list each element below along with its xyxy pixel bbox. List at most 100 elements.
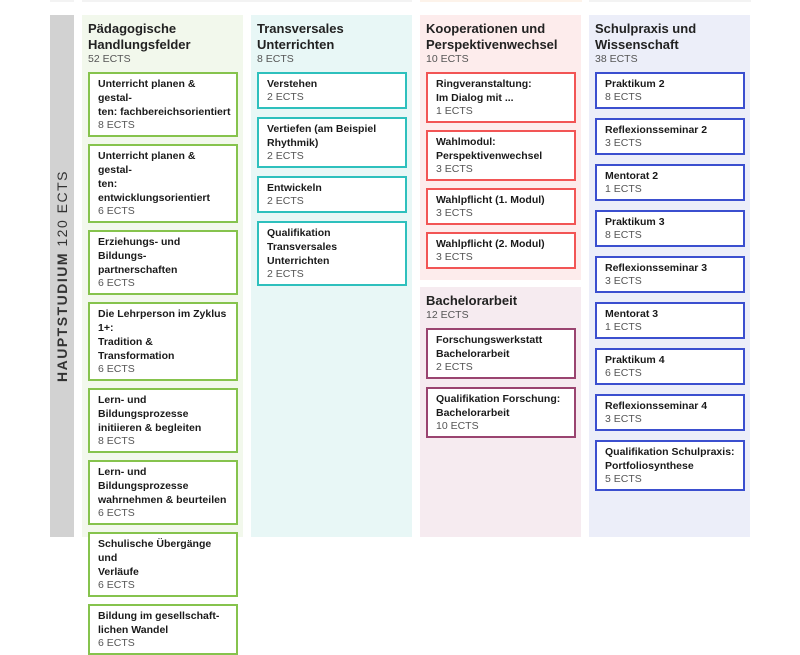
column-ects: 10 ECTS xyxy=(426,53,469,65)
module-ects: 2 ECTS xyxy=(267,91,304,103)
module-card[interactable]: Praktikum 2 8 ECTS xyxy=(595,72,745,109)
module-title: Wahlmodul: Perspektivenwechsel xyxy=(436,136,543,162)
column-title: Schulpraxis und Wissenschaft xyxy=(595,21,697,52)
top-strip xyxy=(420,0,582,2)
module-ects: 3 ECTS xyxy=(436,251,473,263)
module-title: Schulische Übergänge und Verläufe xyxy=(98,538,212,578)
sidebar-ects: 120 ECTS xyxy=(54,170,70,247)
top-strip xyxy=(82,0,412,2)
column-ects: 38 ECTS xyxy=(595,53,638,65)
column-ects: 12 ECTS xyxy=(426,309,469,321)
module-ects: 10 ECTS xyxy=(436,420,479,432)
module-ects: 5 ECTS xyxy=(605,473,642,485)
module-title: Bildung im gesellschaft- lichen Wandel xyxy=(98,610,220,636)
module-title: Praktikum 4 xyxy=(605,354,665,366)
module-ects: 6 ECTS xyxy=(98,363,135,375)
module-title: Unterricht planen & gestal- ten: entwick… xyxy=(98,150,211,204)
module-title: Verstehen xyxy=(267,78,318,90)
module-card[interactable]: Reflexionsseminar 4 3 ECTS xyxy=(595,394,745,431)
module-card[interactable]: Forschungswerkstatt Bachelorarbeit 2 ECT… xyxy=(426,328,576,379)
top-strip xyxy=(50,0,74,2)
module-ects: 2 ECTS xyxy=(436,361,473,373)
module-card[interactable]: Mentorat 2 1 ECTS xyxy=(595,164,745,201)
module-card[interactable]: Schulische Übergänge und Verläufe 6 ECTS xyxy=(88,532,238,597)
module-ects: 1 ECTS xyxy=(605,321,642,333)
column-kooperationen: Kooperationen und Perspektivenwechsel 10… xyxy=(420,15,581,280)
module-ects: 3 ECTS xyxy=(605,137,642,149)
module-card[interactable]: Ringveranstaltung: Im Dialog mit ... 1 E… xyxy=(426,72,576,123)
module-card[interactable]: Vertiefen (am Beispiel Rhythmik) 2 ECTS xyxy=(257,117,407,168)
module-title: Unterricht planen & gestal- ten: fachber… xyxy=(98,78,231,118)
column-ects: 52 ECTS xyxy=(88,53,131,65)
module-title: Wahlpflicht (2. Modul) xyxy=(436,238,545,250)
module-card[interactable]: Unterricht planen & gestal- ten: fachber… xyxy=(88,72,238,137)
module-title: Praktikum 2 xyxy=(605,78,665,90)
module-title: Forschungswerkstatt Bachelorarbeit xyxy=(436,334,543,360)
module-title: Reflexionsseminar 3 xyxy=(605,262,708,274)
column-transversales-unterrichten: Transversales Unterrichten 8 ECTS Verste… xyxy=(251,15,412,537)
module-ects: 2 ECTS xyxy=(267,195,304,207)
module-card[interactable]: Qualifikation Transversales Unterrichten… xyxy=(257,221,407,286)
module-card[interactable]: Reflexionsseminar 2 3 ECTS xyxy=(595,118,745,155)
module-ects: 3 ECTS xyxy=(605,413,642,425)
module-ects: 6 ECTS xyxy=(98,277,135,289)
module-card[interactable]: Reflexionsseminar 3 3 ECTS xyxy=(595,256,745,293)
module-ects: 1 ECTS xyxy=(605,183,642,195)
module-ects: 3 ECTS xyxy=(436,207,473,219)
module-card[interactable]: Praktikum 4 6 ECTS xyxy=(595,348,745,385)
module-title: Lern- und Bildungsprozesse initiieren & … xyxy=(98,394,202,434)
module-title: Erziehungs- und Bildungs- partnerschafte… xyxy=(98,236,181,276)
module-ects: 8 ECTS xyxy=(605,91,642,103)
top-strip xyxy=(589,0,751,2)
module-title: Die Lehrperson im Zyklus 1+: Tradition &… xyxy=(98,308,227,362)
column-paedagogische-handlungsfelder: Pädagogische Handlungsfelder 52 ECTS Unt… xyxy=(82,15,243,655)
module-card[interactable]: Entwickeln 2 ECTS xyxy=(257,176,407,213)
module-card[interactable]: Unterricht planen & gestal- ten: entwick… xyxy=(88,144,238,223)
module-title: Lern- und Bildungsprozesse wahrnehmen & … xyxy=(98,466,227,506)
module-card[interactable]: Erziehungs- und Bildungs- partnerschafte… xyxy=(88,230,238,295)
module-card[interactable]: Qualifikation Schulpraxis: Portfoliosynt… xyxy=(595,440,745,491)
module-title: Entwickeln xyxy=(267,182,322,194)
module-title: Mentorat 3 xyxy=(605,308,659,320)
module-ects: 8 ECTS xyxy=(98,119,135,131)
module-ects: 1 ECTS xyxy=(436,105,473,117)
module-title: Ringveranstaltung: Im Dialog mit ... xyxy=(436,78,532,104)
module-card[interactable]: Verstehen 2 ECTS xyxy=(257,72,407,109)
module-ects: 8 ECTS xyxy=(605,229,642,241)
module-title: Reflexionsseminar 2 xyxy=(605,124,708,136)
module-card[interactable]: Lern- und Bildungsprozesse initiieren & … xyxy=(88,388,238,453)
module-ects: 6 ECTS xyxy=(98,205,135,217)
module-title: Vertiefen (am Beispiel Rhythmik) xyxy=(267,123,377,149)
module-ects: 2 ECTS xyxy=(267,150,304,162)
module-title: Qualifikation Transversales Unterrichten xyxy=(267,227,338,267)
module-ects: 6 ECTS xyxy=(98,507,135,519)
module-card[interactable]: Wahlpflicht (1. Modul) 3 ECTS xyxy=(426,188,576,225)
hauptstudium-sidebar: HAUPTSTUDIUM 120 ECTS xyxy=(50,15,74,537)
module-ects: 6 ECTS xyxy=(605,367,642,379)
module-ects: 3 ECTS xyxy=(605,275,642,287)
module-ects: 6 ECTS xyxy=(98,637,135,649)
module-title: Mentorat 2 xyxy=(605,170,659,182)
module-title: Wahlpflicht (1. Modul) xyxy=(436,194,545,206)
module-card[interactable]: Wahlmodul: Perspektivenwechsel 3 ECTS xyxy=(426,130,576,181)
module-ects: 2 ECTS xyxy=(267,268,304,280)
column-title: Bachelorarbeit xyxy=(426,293,518,308)
module-card[interactable]: Mentorat 3 1 ECTS xyxy=(595,302,745,339)
column-schulpraxis-wissenschaft: Schulpraxis und Wissenschaft 38 ECTS Pra… xyxy=(589,15,750,537)
column-bachelorarbeit: Bachelorarbeit 12 ECTS Forschungswerksta… xyxy=(420,287,581,537)
module-ects: 3 ECTS xyxy=(436,163,473,175)
module-card[interactable]: Wahlpflicht (2. Modul) 3 ECTS xyxy=(426,232,576,269)
module-ects: 6 ECTS xyxy=(98,579,135,591)
module-title: Praktikum 3 xyxy=(605,216,665,228)
column-title: Pädagogische Handlungsfelder xyxy=(88,21,191,52)
module-ects: 8 ECTS xyxy=(98,435,135,447)
module-title: Qualifikation Schulpraxis: Portfoliosynt… xyxy=(605,446,735,472)
module-card[interactable]: Die Lehrperson im Zyklus 1+: Tradition &… xyxy=(88,302,238,381)
module-card[interactable]: Qualifikation Forschung: Bachelorarbeit … xyxy=(426,387,576,438)
module-title: Reflexionsseminar 4 xyxy=(605,400,708,412)
module-card[interactable]: Bildung im gesellschaft- lichen Wandel 6… xyxy=(88,604,238,655)
module-title: Qualifikation Forschung: Bachelorarbeit xyxy=(436,393,561,419)
module-card[interactable]: Lern- und Bildungsprozesse wahrnehmen & … xyxy=(88,460,238,525)
module-card[interactable]: Praktikum 3 8 ECTS xyxy=(595,210,745,247)
column-ects: 8 ECTS xyxy=(257,53,294,65)
